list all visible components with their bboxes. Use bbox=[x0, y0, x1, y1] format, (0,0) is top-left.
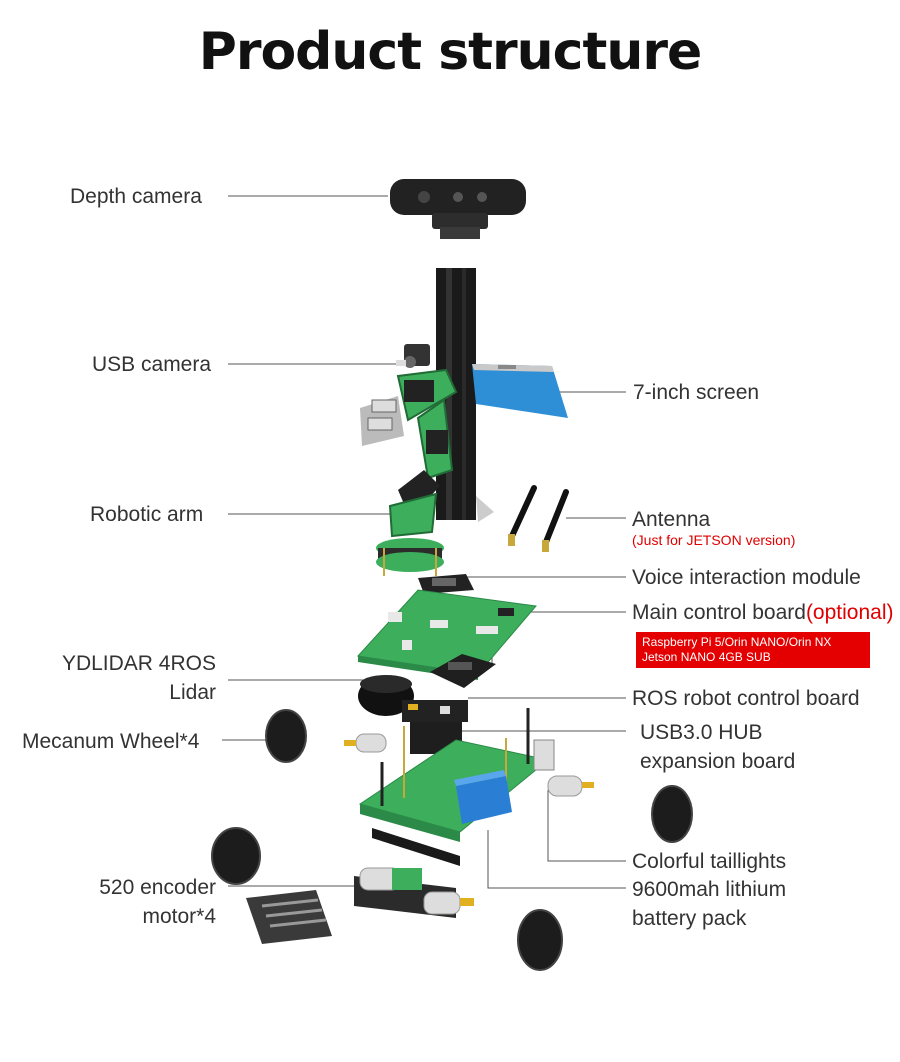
label-battery: 9600mah lithium battery pack bbox=[632, 875, 786, 933]
label-lidar-line1: YDLIDAR 4ROS bbox=[61, 652, 216, 675]
label-usb-camera: USB camera bbox=[92, 353, 212, 376]
lidar-illustration bbox=[358, 675, 414, 716]
label-antenna-note: (Just for JETSON version) bbox=[632, 532, 796, 548]
chassis-illustration bbox=[358, 708, 555, 866]
mecanum-wheels-illustration bbox=[211, 709, 693, 971]
label-ros-board: ROS robot control board bbox=[632, 687, 860, 710]
label-robotic-arm: Robotic arm bbox=[90, 503, 204, 526]
leader-lines bbox=[222, 195, 626, 889]
label-encoder-motor: 520 encoder motor*4 bbox=[40, 873, 216, 931]
main-board-option: Raspberry Pi 5/Orin NANO/Orin NX bbox=[642, 635, 832, 649]
motor-bracket-illustration bbox=[246, 890, 332, 944]
screen-illustration bbox=[472, 364, 568, 418]
main-board-option: Jetson NANO 4GB SUB bbox=[642, 650, 771, 664]
label-main-board-optional: (optional) bbox=[805, 601, 894, 624]
label-depth-camera: Depth camera bbox=[70, 185, 202, 208]
label-screen: 7-inch screen bbox=[633, 381, 760, 404]
encoder-motor-illustration bbox=[354, 867, 474, 918]
label-lidar-line2: Lidar bbox=[169, 681, 216, 704]
label-encoder-motor-line1: 520 encoder bbox=[99, 876, 216, 899]
antenna-illustration bbox=[508, 485, 569, 552]
main-board-options-badge: Raspberry Pi 5/Orin NANO/Orin NX Jetson … bbox=[636, 632, 870, 668]
ros-board-illustration bbox=[402, 700, 468, 754]
label-lidar: YDLIDAR 4ROS Lidar bbox=[40, 649, 216, 707]
label-mecanum-wheel: Mecanum Wheel*4 bbox=[22, 730, 200, 753]
page-title: Product structure bbox=[198, 22, 703, 82]
label-battery-line2: battery pack bbox=[632, 907, 747, 930]
label-voice-module: Voice interaction module bbox=[632, 566, 861, 589]
depth-camera-illustration bbox=[390, 179, 526, 239]
robotic-arm-illustration bbox=[360, 344, 458, 576]
main-board-illustration bbox=[357, 589, 537, 688]
label-usb-hub-line1: USB3.0 HUB bbox=[640, 721, 763, 744]
label-main-board-name: Main control board bbox=[632, 601, 806, 624]
label-encoder-motor-line2: motor*4 bbox=[142, 905, 216, 928]
voice-module-illustration bbox=[418, 574, 474, 594]
chassis-motors-illustration bbox=[344, 733, 594, 797]
label-antenna: Antenna bbox=[632, 508, 711, 531]
label-battery-line1: 9600mah lithium bbox=[632, 878, 787, 901]
label-usb-hub-line2: expansion board bbox=[640, 750, 796, 773]
label-main-board: Main control board(optional) bbox=[632, 598, 894, 627]
label-usb-hub: USB3.0 HUB expansion board bbox=[640, 718, 795, 776]
label-taillights: Colorful taillights bbox=[632, 850, 787, 873]
